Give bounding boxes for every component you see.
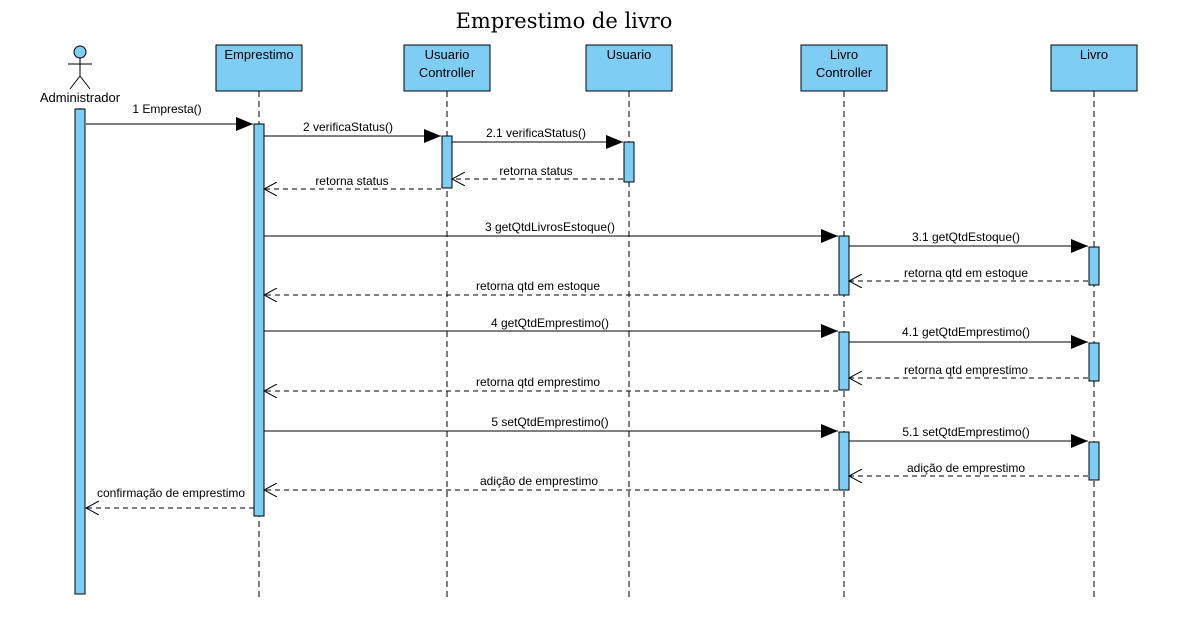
diagram-title: Emprestimo de livro [456, 9, 673, 33]
participant-usuario: Usuario [585, 44, 673, 92]
message-return: confirmação de emprestimo [86, 486, 254, 508]
message-label: 2.1 verificaStatus() [486, 126, 586, 140]
message-return: retorna qtd em estoque [849, 266, 1088, 281]
message-return: retorna qtd emprestimo [264, 375, 838, 391]
message-label: retorna qtd emprestimo [476, 375, 600, 389]
participant-emprestimo: Emprestimo [215, 44, 303, 92]
message-return: retorna status [264, 174, 441, 189]
participant-livro: Livro [1050, 44, 1138, 92]
message-label: retorna qtd em estoque [476, 279, 600, 293]
activation-usuario-controller [441, 135, 453, 189]
message-label: 4 getQtdEmprestimo() [491, 316, 609, 330]
message-label: 5 setQtdEmprestimo() [491, 415, 608, 429]
activation-usuario [623, 141, 635, 183]
message-return: adição de emprestimo [264, 474, 838, 490]
participant-box [215, 44, 303, 92]
message-call: 4.1 getQtdEmprestimo() [849, 325, 1088, 349]
activation-administrador [74, 108, 86, 595]
participant-label: Emprestimo [224, 47, 293, 62]
activation-livro [1088, 342, 1100, 382]
message-call: 2.1 verificaStatus() [452, 126, 623, 149]
participant-box [800, 44, 888, 92]
activation-livro-controller [838, 331, 850, 391]
actor-name: Administrador [40, 90, 121, 105]
activation-livro-controller [838, 431, 850, 491]
message-call: 5.1 setQtdEmprestimo() [849, 425, 1088, 448]
message-label: retorna status [315, 174, 388, 188]
participant-box [1050, 44, 1138, 92]
lifelines [79, 91, 1095, 597]
message-label: 1 Empresta() [132, 102, 201, 116]
participant-label: Usuario [607, 47, 652, 62]
participant-box [403, 44, 491, 92]
messages: 1 Empresta() 2 verificaStatus() 2.1 verifi… [86, 102, 1088, 508]
message-label: 5.1 setQtdEmprestimo() [902, 425, 1029, 439]
actor-administrador: Administrador [40, 45, 121, 105]
participant-box [585, 44, 673, 92]
message-return: retorna qtd emprestimo [849, 363, 1088, 378]
message-label: 3.1 getQtdEstoque() [912, 230, 1020, 244]
message-label: adição de emprestimo [907, 461, 1025, 475]
message-call: 4 getQtdEmprestimo() [264, 316, 838, 338]
activation-livro-controller [838, 235, 850, 296]
participant-label: Livro [1080, 47, 1108, 62]
message-call: 2 verificaStatus() [264, 120, 441, 143]
stick-figure-icon [68, 45, 92, 90]
message-call: 3.1 getQtdEstoque() [849, 230, 1088, 253]
participant-label: Controller [419, 65, 476, 80]
message-call: 5 setQtdEmprestimo() [264, 415, 838, 438]
message-label: 4.1 getQtdEmprestimo() [902, 325, 1030, 339]
message-return: retorna qtd em estoque [264, 279, 838, 295]
activation-livro [1088, 441, 1100, 481]
message-call: 3 getQtdLivrosEstoque() [264, 220, 838, 243]
message-return: retorna status [452, 164, 623, 179]
message-label: confirmação de emprestimo [97, 486, 245, 500]
message-call: 1 Empresta() [86, 102, 253, 131]
participant-label: Livro [830, 47, 858, 62]
message-label: retorna qtd emprestimo [904, 363, 1028, 377]
message-label: retorna status [499, 164, 572, 178]
participant-label: Usuario [425, 47, 470, 62]
activation-emprestimo [253, 123, 265, 517]
message-label: retorna qtd em estoque [904, 266, 1028, 280]
participant-label: Controller [816, 65, 873, 80]
message-return: adição de emprestimo [849, 461, 1088, 476]
message-label: adição de emprestimo [480, 474, 598, 488]
message-label: 3 getQtdLivrosEstoque() [485, 220, 615, 234]
message-label: 2 verificaStatus() [303, 120, 393, 134]
activation-livro [1088, 246, 1100, 286]
activation-bars [74, 108, 1100, 595]
